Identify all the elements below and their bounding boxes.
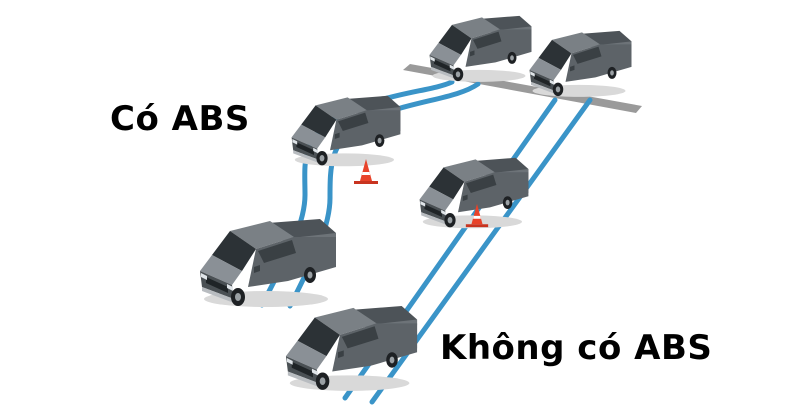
truck-no-abs-end [529, 30, 632, 97]
label-with-abs: Có ABS [110, 99, 250, 139]
truck-abs-start [200, 219, 336, 307]
truck-abs-end [429, 15, 532, 82]
truck-no-abs-start [285, 305, 418, 391]
label-without-abs: Không có ABS [440, 328, 713, 368]
truck-abs-turning [291, 95, 401, 167]
